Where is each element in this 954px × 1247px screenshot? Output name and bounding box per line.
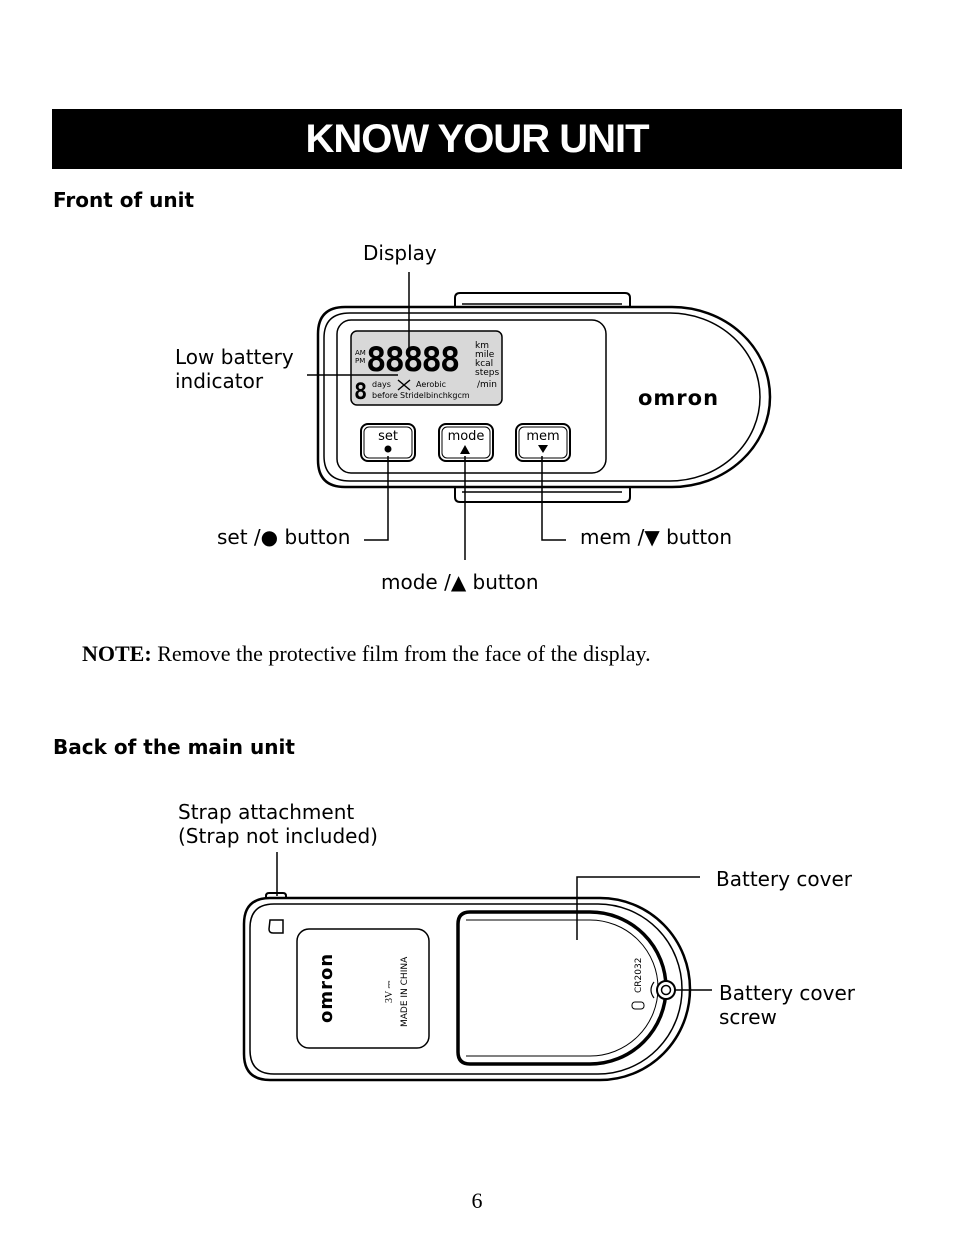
lcd-days: days [372,380,391,389]
lcd-aerobic: Aerobic [416,380,446,389]
lcd-km: km [475,341,489,351]
battery-type-text: CR2032 [634,958,644,993]
note-label: NOTE: [82,641,152,666]
set-button-callout: set /● button [217,525,351,549]
mem-button-callout: mem /▼ button [580,525,733,549]
back-callout-lines [276,852,712,991]
lcd-before: before [372,391,398,400]
lcd-am: AM [355,349,366,357]
battery-cover-label: Battery cover [716,867,852,891]
low-battery-label-line1: Low battery [175,345,294,369]
voltage-text: 3V ⎓ [384,980,395,1003]
battery-screw-label-line1: Battery cover [719,981,855,1005]
back-brand-logo: omron [316,953,337,1023]
mem-button-label: mem [526,429,559,444]
lcd-min: /min [477,380,497,390]
battery-screw-label-line2: screw [719,1005,777,1029]
page-number: 6 [471,1188,483,1213]
lcd-kcal: kcal [475,359,493,369]
front-callout-lines [307,272,566,560]
display-label: Display [363,241,437,265]
strap-label-line2: (Strap not included) [178,824,378,848]
lcd-digits: 88888 [366,340,459,380]
lcd-mile: mile [475,350,495,360]
front-device-illustration [316,292,772,503]
note-paragraph: NOTE: Remove the protective film from th… [82,641,651,667]
lcd-text: AM PM 88888 km mile kcal steps /min 8 da… [354,340,499,405]
back-device-illustration [242,892,692,1082]
front-brand-logo: omron [638,386,719,410]
low-battery-label-line2: indicator [175,369,264,393]
lcd-stride-units: Stridelbinchkgcm [400,391,470,400]
front-heading: Front of unit [53,188,195,212]
back-heading: Back of the main unit [53,735,295,759]
mode-button-callout: mode /▲ button [381,570,539,594]
strap-label-line1: Strap attachment [178,800,355,824]
page-title: KNOW YOUR UNIT [305,116,649,161]
note-text: Remove the protective film from the face… [151,641,651,666]
origin-text: MADE IN CHINA [400,956,410,1027]
set-button-label: set [378,429,398,444]
mode-button-label: mode [448,429,485,444]
page-title-banner: KNOW YOUR UNIT [52,109,902,169]
lcd-steps: steps [475,368,499,378]
lcd-small-digit: 8 [354,380,367,405]
lcd-pm: PM [355,357,365,365]
